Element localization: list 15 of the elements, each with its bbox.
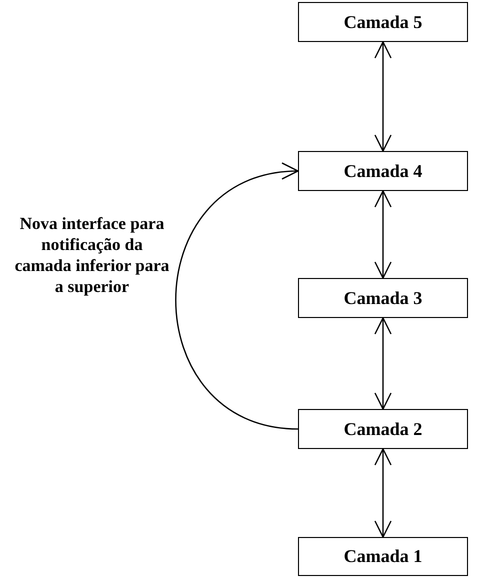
double-arrow xyxy=(374,448,392,538)
layer-box xyxy=(298,2,468,42)
layer-box xyxy=(298,409,468,449)
layer-box xyxy=(298,278,468,318)
layer-box xyxy=(298,151,468,191)
double-arrow xyxy=(374,41,392,152)
double-arrow xyxy=(374,190,392,279)
layer-label: Camada 2 xyxy=(344,418,422,440)
layer-box xyxy=(298,537,468,576)
layer-label: Camada 1 xyxy=(344,546,422,567)
layer-label: Camada 3 xyxy=(344,288,422,308)
layer-label: Camada 4 xyxy=(344,160,422,182)
curved-arrow xyxy=(175,164,299,430)
double-arrow xyxy=(374,317,392,410)
layer-label: Camada 5 xyxy=(344,12,422,32)
